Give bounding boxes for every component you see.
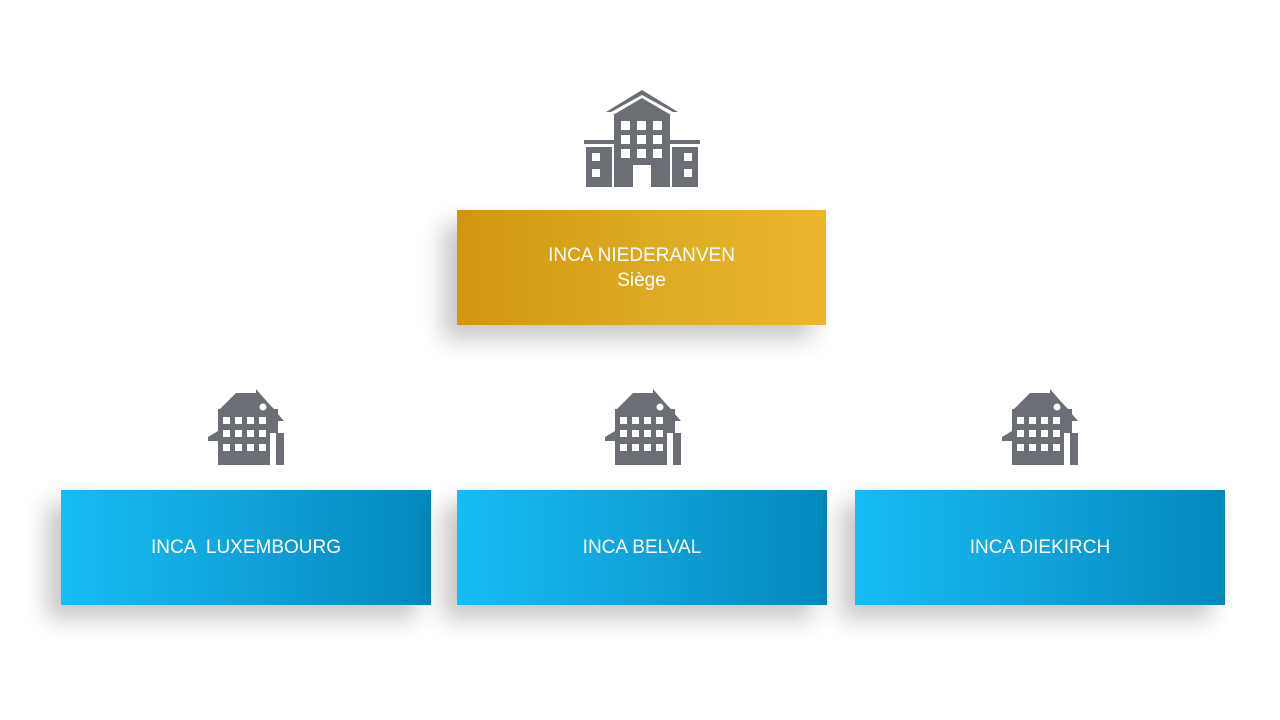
headquarters-name: INCA NIEDERANVEN bbox=[548, 244, 735, 266]
house-icon bbox=[208, 389, 284, 465]
office-building-icon bbox=[584, 90, 700, 187]
headquarters-box: INCA NIEDERANVEN Siège bbox=[457, 210, 826, 325]
house-icon bbox=[605, 389, 681, 465]
branch-box-diekirch: INCA DIEKIRCH bbox=[855, 490, 1225, 605]
branch-name: INCA DIEKIRCH bbox=[969, 537, 1111, 558]
branch-box-luxembourg: INCA LUXEMBOURG bbox=[61, 490, 431, 605]
branch-name: INCA BELVAL bbox=[582, 537, 702, 558]
branch-name: INCA LUXEMBOURG bbox=[150, 537, 342, 558]
headquarters-subtitle: Siège bbox=[617, 269, 666, 291]
branch-box-belval: INCA BELVAL bbox=[457, 490, 827, 605]
house-icon bbox=[1002, 389, 1078, 465]
